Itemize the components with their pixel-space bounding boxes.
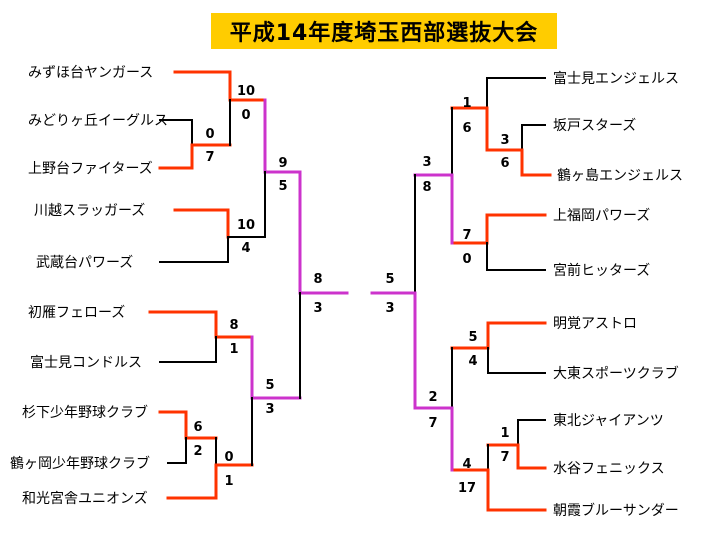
right-match-r1b-loser-line — [517, 419, 546, 446]
right-r1b-score-top: 1 — [500, 426, 509, 441]
right-match-r2d-winner-line — [450, 468, 547, 512]
right-semi-winner-line — [370, 291, 417, 410]
right-team-3: 鶴ヶ島エンジェルス — [557, 167, 683, 184]
right-r2d-score-bottom: 17 — [458, 481, 476, 496]
left-match-r2b-loser-line — [159, 236, 229, 263]
left-r2c-score-top: 8 — [229, 318, 238, 333]
right-team-5: 宮前ヒッターズ — [553, 262, 650, 279]
left-r3b-score-top: 5 — [265, 378, 274, 393]
left-team-7: 富士見コンドルス — [30, 354, 142, 371]
title-banner: 平成14年度埼玉西部選抜大会 — [211, 13, 557, 49]
right-r2b-score-top: 7 — [462, 228, 471, 243]
left-r2a-score-top: 10 — [237, 84, 255, 99]
right-r2a-score-top: 1 — [462, 96, 471, 111]
left-r3b-score-bottom: 3 — [265, 402, 274, 417]
left-r3a-score-top: 9 — [278, 156, 287, 171]
right-match-r3a-loser-line — [414, 107, 453, 176]
right-match-r2b-loser-line — [486, 242, 546, 271]
right-team-4: 上福岡パワーズ — [553, 208, 650, 224]
right-r2c-score-bottom: 4 — [468, 354, 477, 369]
right-r3b-score-bottom: 7 — [428, 416, 437, 431]
right-team-2: 坂戸スターズ — [553, 118, 636, 134]
left-match-r2a-winner-line — [173, 70, 267, 102]
right-r1a-score-top: 3 — [500, 133, 509, 148]
left-r2a-score-bottom: 0 — [241, 108, 250, 123]
right-match-r2a-winner-line — [450, 106, 489, 152]
left-match-r2d-winner-line — [166, 463, 254, 500]
left-match-r2c-loser-line — [159, 336, 217, 363]
left-r3a-score-bottom: 5 — [278, 179, 287, 194]
right-semi-score-bottom: 3 — [385, 301, 394, 316]
left-r2b-score-top: 10 — [237, 218, 255, 233]
left-team-6: 初雁フェローズ — [28, 304, 125, 321]
left-r2d-score-top: 0 — [224, 450, 233, 465]
right-match-r1b-winner-line — [486, 443, 547, 470]
right-team-10: 朝霞ブルーサンダー — [553, 502, 679, 519]
left-team-3: 上野台ファイターズ — [28, 161, 153, 177]
right-match-r1a-loser-line — [521, 124, 546, 151]
left-team-2: みどりヶ丘イーグルス — [28, 113, 168, 129]
left-semi-winner-line — [298, 170, 349, 295]
right-match-r2c-winner-line — [450, 321, 547, 350]
right-team-7: 大東スポーツクラブ — [553, 365, 679, 382]
left-r2c-score-bottom: 1 — [229, 342, 238, 357]
left-r1a-score-bottom: 7 — [205, 150, 214, 165]
right-team-9: 水谷フェニックス — [553, 461, 665, 477]
left-team-9: 鶴ヶ岡少年野球クラブ — [10, 455, 150, 472]
left-team-4: 川越スラッガーズ — [34, 203, 145, 219]
right-team-8: 東北ジャイアンツ — [553, 413, 664, 429]
right-team-6: 明覚アストロ — [553, 316, 637, 332]
left-match-r3b-winner-line — [250, 335, 302, 400]
left-team-10: 和光宮舎ユニオンズ — [22, 491, 148, 507]
left-match-r1a-loser-line — [159, 119, 193, 146]
left-semi-score-top: 8 — [313, 272, 322, 287]
right-match-r2c-loser-line — [487, 347, 546, 374]
bracket-title: 平成14年度埼玉西部選抜大会 — [229, 21, 539, 46]
left-match-r1b-winner-line — [158, 410, 218, 440]
left-r1b-score-top: 6 — [193, 420, 202, 435]
right-match-r3b-winner-line — [413, 406, 454, 472]
right-semi-score-top: 5 — [385, 272, 394, 287]
right-r2b-score-bottom: 0 — [462, 252, 471, 267]
right-match-r3a-winner-line — [413, 173, 454, 245]
right-match-r2a-loser-line — [486, 77, 546, 109]
left-match-r1b-loser-line — [167, 437, 187, 464]
left-match-r2b-winner-line — [173, 208, 230, 239]
right-team-1: 富士見エンジェルス — [553, 70, 679, 87]
left-match-r1a-winner-line — [158, 143, 232, 170]
left-team-1: みずほ台ヤンガース — [28, 65, 153, 81]
left-r2b-score-bottom: 4 — [241, 241, 250, 256]
right-match-r1a-winner-line — [485, 148, 552, 177]
left-team-5: 武蔵台パワーズ — [36, 255, 133, 271]
right-r1a-score-bottom: 6 — [500, 156, 509, 171]
left-r1a-score-top: 0 — [205, 127, 214, 142]
left-r1b-score-bottom: 2 — [193, 444, 202, 459]
left-semi-score-bottom: 3 — [313, 301, 322, 316]
right-r2c-score-top: 5 — [468, 330, 477, 345]
right-r3b-score-top: 2 — [428, 390, 437, 405]
left-match-r2c-winner-line — [148, 310, 254, 339]
left-r2d-score-bottom: 1 — [224, 474, 233, 489]
right-r1b-score-bottom: 7 — [500, 450, 509, 465]
right-r3a-score-top: 3 — [422, 155, 431, 170]
right-r2d-score-top: 4 — [462, 457, 471, 472]
right-r2a-score-bottom: 6 — [462, 121, 471, 136]
right-r3a-score-bottom: 8 — [422, 180, 431, 195]
left-team-8: 杉下少年野球クラブ — [22, 404, 148, 421]
right-match-r2b-winner-line — [450, 213, 547, 245]
